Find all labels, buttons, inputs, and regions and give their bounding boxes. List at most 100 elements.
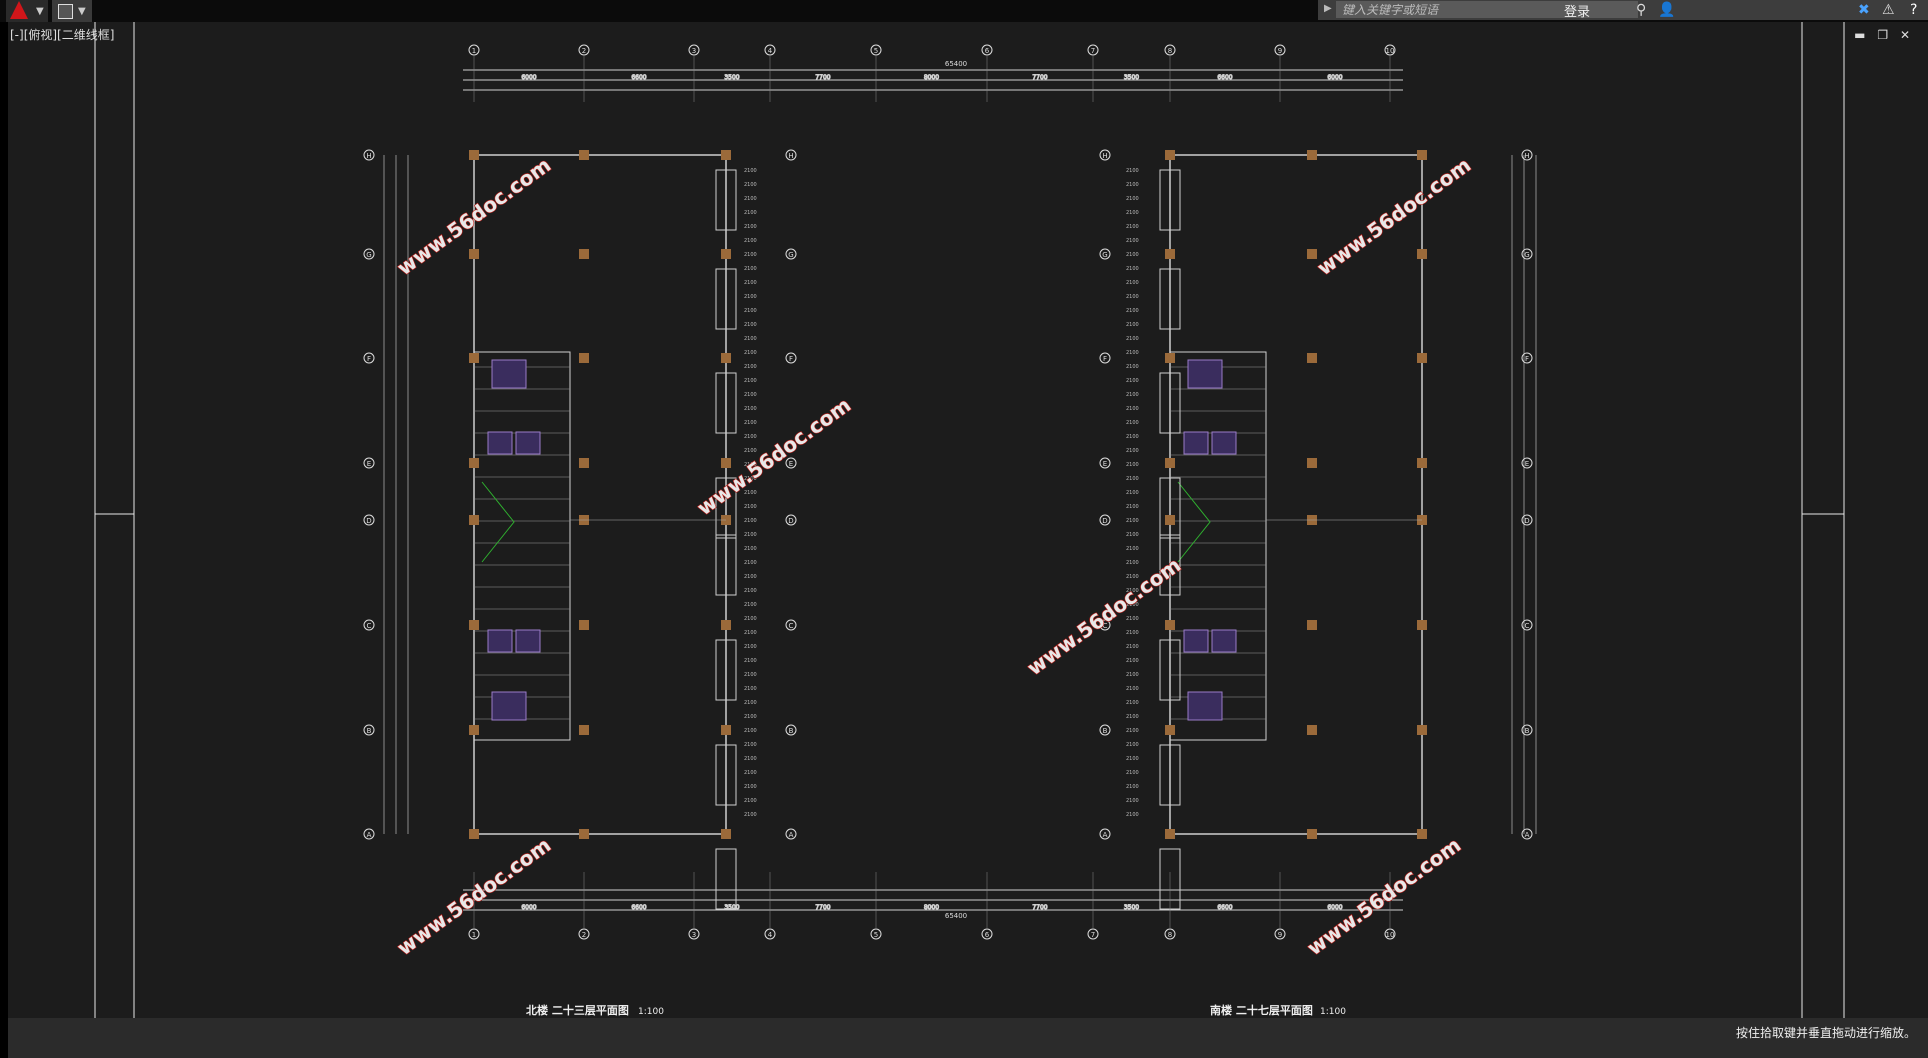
elevator [515,629,541,653]
building-plan: 2100210021002100210021002100210021002100… [1099,149,1537,910]
facade-dimension: 2100 [744,658,757,664]
network-icon[interactable]: ⚠ [1882,2,1895,18]
facade-dimension: 2100 [744,378,757,384]
facade-dimension: 2100 [1126,364,1139,370]
grid-bubble [1164,928,1176,940]
facade-dimension: 2100 [744,294,757,300]
facade-dimension: 2100 [744,588,757,594]
grid-bubble [1099,352,1111,364]
window-bay [715,639,737,701]
facade-dimension: 2100 [744,756,757,762]
grid-bubble [764,928,776,940]
column [721,249,731,259]
column [721,829,731,839]
grid-bubble [468,44,480,56]
grid-label: C [1103,622,1108,630]
facade-dimension: 2100 [744,224,757,230]
binoculars-icon[interactable]: ⚲ [1636,2,1647,18]
facade-dimension: 2100 [744,462,757,468]
facade-dimension: 2100 [1126,686,1139,692]
facade-dimension: 2100 [744,504,757,510]
grid-bubble [688,928,700,940]
grid-bubble [1099,724,1111,736]
grid-label: 3 [692,931,696,939]
column [579,829,589,839]
grid-bubble [1521,352,1533,364]
facade-dimension: 2100 [744,266,757,272]
window-bay [1159,169,1181,231]
grid-bubble [363,457,375,469]
grid-bubble [1099,457,1111,469]
facade-dimension: 2100 [1126,546,1139,552]
grid-bubble [578,44,590,56]
top-total-dimension: 65400 [945,60,967,68]
watermark-text: www.56doc.com [1303,833,1466,960]
window-bay [715,477,737,539]
facade-dimension: 2100 [744,322,757,328]
quick-access-toolbar[interactable]: ▼ [52,0,92,22]
column [469,620,479,630]
facade-dimension: 2100 [744,812,757,818]
grid-label: G [366,251,371,259]
column [1165,249,1175,259]
grid-label: 1 [472,47,476,55]
grid-bubble [578,928,590,940]
grid-bubble [1099,248,1111,260]
grid-label: H [1102,152,1107,160]
save-icon[interactable] [58,4,73,19]
facade-dimension: 2100 [744,700,757,706]
elevator [487,431,513,455]
grid-label: 5 [874,931,878,939]
facade-dimension: 2100 [1126,350,1139,356]
column [469,829,479,839]
restore-icon[interactable]: ❐ [1877,28,1889,42]
column [1307,150,1317,160]
facade-dimension: 2100 [1126,602,1139,608]
application-menu-button[interactable]: ▼ [6,0,48,22]
facade-dimension: 2100 [1126,560,1139,566]
grid-bubble [1521,724,1533,736]
column [1417,725,1427,735]
grid-bubble [785,514,797,526]
close-icon[interactable]: ✕ [1899,28,1910,42]
grid-bubble [764,44,776,56]
grid-label: 6 [985,931,990,939]
elevator [1183,629,1209,653]
login-button[interactable]: 登录 [1564,5,1591,20]
grid-label: A [367,831,372,839]
grid-bubble [1099,514,1111,526]
grid-bubble [785,248,797,260]
facade-dimension: 2100 [1126,700,1139,706]
window-bay [1159,744,1181,806]
exchange-icon[interactable]: ✖ [1858,2,1870,18]
column [469,458,479,468]
floor-plan-drawing: 6000600066006600350035007700770080008000… [94,22,1845,1018]
grid-label: 8 [1168,931,1172,939]
viewport-controls[interactable]: [-][俯视][二维线框] [10,28,115,42]
dimension-text: 3500 [1124,74,1139,81]
minimize-icon[interactable]: ▬ [1854,28,1866,42]
grid-bubble [363,149,375,161]
search-input[interactable] [1336,1,1638,18]
window-bay [1159,477,1181,539]
facade-dimension: 2100 [744,420,757,426]
column [721,725,731,735]
grid-bubble [363,514,375,526]
chevron-down-icon[interactable]: ▼ [78,6,86,17]
facade-dimension: 2100 [744,784,757,790]
grid-label: 3 [692,47,696,55]
stair [491,691,527,721]
grid-bubble [1099,828,1111,840]
dimension-text: 6000 [521,904,536,911]
help-icon[interactable]: ? [1910,2,1918,18]
column [469,249,479,259]
user-icon[interactable]: 👤 [1658,2,1676,18]
facade-dimension: 2100 [744,518,757,524]
facade-dimension: 2100 [1126,672,1139,678]
expand-arrow-icon[interactable]: ▶ [1324,3,1332,14]
dimension-text: 3500 [1124,904,1139,911]
facade-dimension: 2100 [744,490,757,496]
grid-label: D [788,517,793,525]
grid-label: B [789,727,794,735]
